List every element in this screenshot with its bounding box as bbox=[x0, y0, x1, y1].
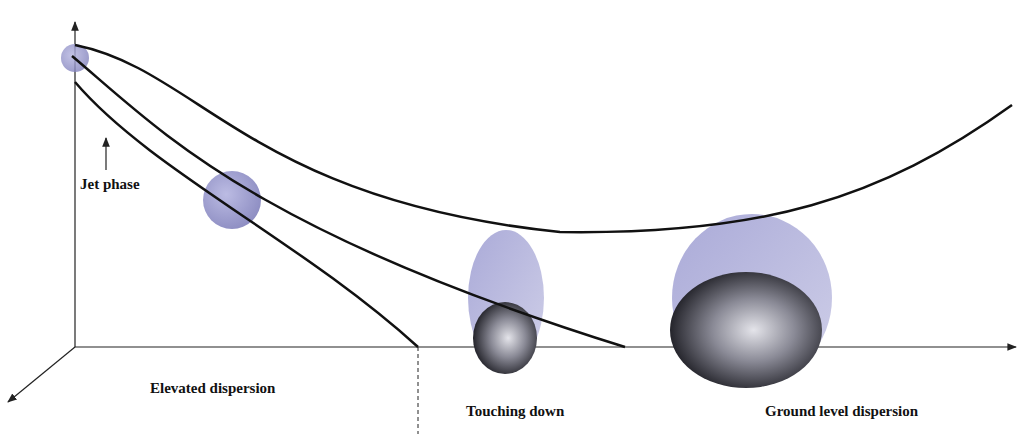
plume-upper-edge bbox=[75, 45, 1012, 232]
horizontal-axis bbox=[75, 346, 1016, 347]
region-label: Ground level dispersion bbox=[765, 403, 918, 420]
phase-divider bbox=[418, 347, 419, 434]
region-label: Touching down bbox=[466, 403, 564, 420]
plume-lower-edge bbox=[75, 82, 418, 347]
phase-label: Jet phase bbox=[80, 176, 140, 193]
depth-axis bbox=[8, 347, 75, 402]
plume-centerline bbox=[72, 56, 625, 347]
touchdown-core bbox=[473, 302, 537, 374]
region-label: Elevated dispersion bbox=[150, 380, 275, 397]
jet-pointer bbox=[105, 138, 106, 170]
ground-core bbox=[670, 272, 822, 388]
